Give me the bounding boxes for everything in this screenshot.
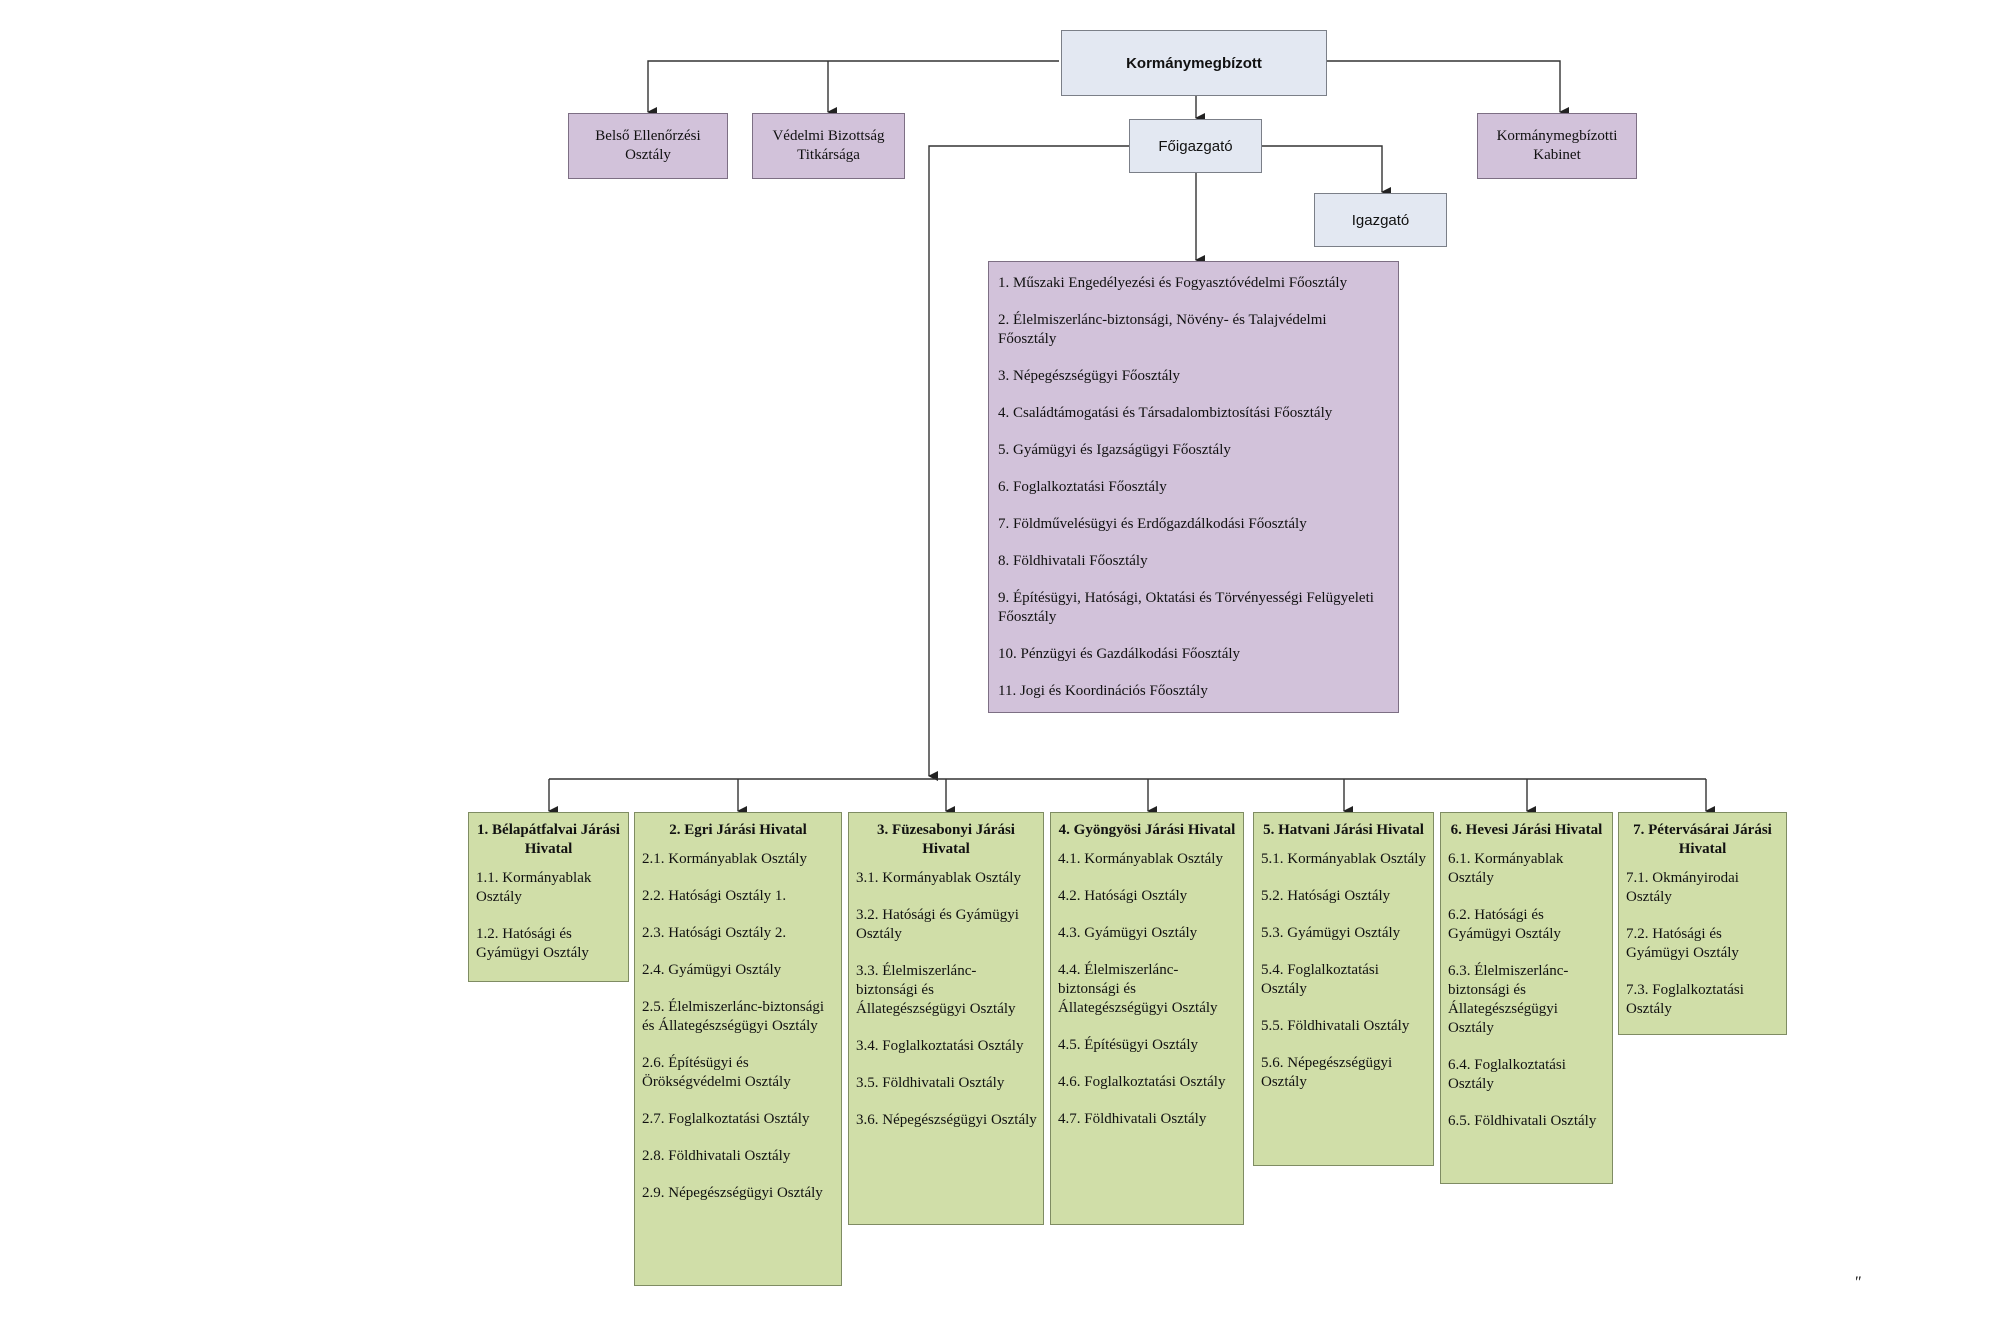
district-unit: 3.5. Földhivatali Osztály	[856, 1075, 1005, 1091]
district-office-title: 7. Pétervásárai Járási Hivatal	[1633, 822, 1772, 857]
district-unit: 1.2. Hatósági és Gyámügyi Osztály	[476, 926, 589, 961]
district-unit: 2.8. Földhivatali Osztály	[642, 1148, 791, 1164]
district-office-7: 7. Pétervásárai Járási Hivatal 7.1. Okmá…	[1618, 812, 1787, 1035]
district-unit: 5.6. Népegészségügyi Osztály	[1261, 1055, 1393, 1090]
district-unit: 6.5. Földhivatali Osztály	[1448, 1113, 1597, 1129]
district-office-title: 1. Bélapátfalvai Járási Hivatal	[477, 822, 620, 857]
district-unit: 7.2. Hatósági és Gyámügyi Osztály	[1626, 926, 1739, 961]
district-unit: 4.2. Hatósági Osztály	[1058, 888, 1188, 904]
department-item: 9. Építésügyi, Hatósági, Oktatási és Tör…	[998, 590, 1374, 625]
district-unit: 4.5. Építésügyi Osztály	[1058, 1037, 1198, 1053]
district-unit: 5.3. Gyámügyi Osztály	[1261, 925, 1401, 941]
cabinet-label: Kormánymegbízotti Kabinet	[1496, 128, 1618, 163]
district-unit: 5.2. Hatósági Osztály	[1261, 888, 1391, 904]
main-departments-list: 1. Műszaki Engedélyezési és Fogyasztóvéd…	[989, 262, 1398, 709]
district-unit: 6.4. Foglalkoztatási Osztály	[1448, 1057, 1566, 1092]
district-unit: 2.7. Foglalkoztatási Osztály	[642, 1111, 810, 1127]
district-unit: 4.7. Földhivatali Osztály	[1058, 1111, 1207, 1127]
government-commissioner-box: Kormánymegbízott	[1061, 30, 1327, 96]
district-office-units: 7.1. Okmányirodai Osztály 7.2. Hatósági …	[1619, 869, 1786, 1025]
department-item: 4. Családtámogatási és Társadalombiztosí…	[998, 405, 1333, 421]
connector-cabinet	[1327, 60, 1569, 117]
district-unit: 1.1. Kormányablak Osztály	[476, 870, 592, 905]
district-office-title: 4. Gyöngyösi Járási Hivatal	[1058, 822, 1236, 838]
internal-audit-label: Belső Ellenőrzési Osztály	[595, 128, 701, 163]
district-unit: 2.5. Élelmiszerlánc-biztonsági és Állate…	[642, 999, 825, 1034]
district-office-3: 3. Füzesabonyi Járási Hivatal 3.1. Kormá…	[848, 812, 1044, 1225]
department-item: 6. Foglalkoztatási Főosztály	[998, 479, 1167, 495]
district-unit: 2.2. Hatósági Osztály 1.	[642, 888, 787, 904]
department-item: 8. Földhivatali Főosztály	[998, 553, 1148, 569]
district-unit: 4.3. Gyámügyi Osztály	[1058, 925, 1198, 941]
director-box: Igazgató	[1314, 193, 1447, 247]
defense-secretariat-label: Védelmi Bizottság Titkársága	[772, 128, 885, 163]
district-office-units: 3.1. Kormányablak Osztály 3.2. Hatósági …	[849, 869, 1043, 1136]
district-unit: 4.1. Kormányablak Osztály	[1058, 851, 1223, 867]
department-item: 1. Műszaki Engedélyezési és Fogyasztóvéd…	[998, 275, 1348, 291]
defense-secretariat-box: Védelmi Bizottság Titkársága	[752, 113, 905, 179]
government-commissioner-label: Kormánymegbízott	[1126, 54, 1262, 72]
district-unit: 3.4. Foglalkoztatási Osztály	[856, 1038, 1024, 1054]
district-unit: 2.3. Hatósági Osztály 2.	[642, 925, 787, 941]
district-office-units: 1.1. Kormányablak Osztály 1.2. Hatósági …	[469, 869, 628, 969]
department-item: 7. Földművelésügyi és Erdőgazdálkodási F…	[998, 516, 1307, 532]
director-general-label: Főigazgató	[1158, 137, 1233, 155]
district-unit: 5.1. Kormányablak Osztály	[1261, 851, 1426, 867]
district-unit: 7.1. Okmányirodai Osztály	[1626, 870, 1739, 905]
district-office-units: 4.1. Kormányablak Osztály 4.2. Hatósági …	[1051, 850, 1243, 1135]
director-label: Igazgató	[1351, 211, 1410, 229]
district-unit: 3.1. Kormányablak Osztály	[856, 870, 1021, 886]
district-unit: 2.9. Népegészségügyi Osztály	[642, 1185, 823, 1201]
district-office-2: 2. Egri Járási Hivatal 2.1. Kormányablak…	[634, 812, 842, 1286]
district-unit: 3.3. Élelmiszerlánc-biztonsági és Állate…	[856, 963, 1016, 1017]
district-unit: 6.2. Hatósági és Gyámügyi Osztály	[1448, 907, 1561, 942]
district-unit: 2.6. Építésügyi és Örökségvédelmi Osztál…	[642, 1055, 791, 1090]
district-unit: 2.1. Kormányablak Osztály	[642, 851, 807, 867]
district-office-title: 6. Hevesi Járási Hivatal	[1450, 822, 1603, 838]
district-unit: 3.6. Népegészségügyi Osztály	[856, 1112, 1037, 1128]
district-office-title: 5. Hatvani Járási Hivatal	[1263, 822, 1424, 838]
director-general-box: Főigazgató	[1129, 119, 1262, 173]
district-unit: 4.6. Foglalkoztatási Osztály	[1058, 1074, 1226, 1090]
district-office-4: 4. Gyöngyösi Járási Hivatal 4.1. Kormány…	[1050, 812, 1244, 1225]
cabinet-box: Kormánymegbízotti Kabinet	[1477, 113, 1637, 179]
department-item: 10. Pénzügyi és Gazdálkodási Főosztály	[998, 646, 1241, 662]
district-unit: 4.4. Élelmiszerlánc-biztonsági és Állate…	[1058, 962, 1218, 1016]
department-item: 5. Gyámügyi és Igazságügyi Főosztály	[998, 442, 1231, 458]
district-office-units: 6.1. Kormányablak Osztály 6.2. Hatósági …	[1441, 850, 1612, 1137]
district-office-units: 2.1. Kormányablak Osztály 2.2. Hatósági …	[635, 850, 841, 1209]
district-unit: 5.4. Foglalkoztatási Osztály	[1261, 962, 1379, 997]
department-item: 3. Népegészségügyi Főosztály	[998, 368, 1181, 384]
district-office-1: 1. Bélapátfalvai Járási Hivatal 1.1. Kor…	[468, 812, 629, 982]
district-unit: 5.5. Földhivatali Osztály	[1261, 1018, 1410, 1034]
district-office-title: 3. Füzesabonyi Járási Hivatal	[877, 822, 1015, 857]
district-unit: 7.3. Foglalkoztatási Osztály	[1626, 982, 1744, 1017]
district-unit: 6.3. Élelmiszerlánc-biztonsági és Állate…	[1448, 963, 1569, 1036]
district-office-5: 5. Hatvani Járási Hivatal 5.1. Kormányab…	[1253, 812, 1434, 1166]
department-item: 2. Élelmiszerlánc-biztonsági, Növény- és…	[998, 312, 1327, 347]
department-item: 11. Jogi és Koordinációs Főosztály	[998, 683, 1208, 699]
connector-district-trunk	[928, 145, 1129, 781]
district-unit: 3.2. Hatósági és Gyámügyi Osztály	[856, 907, 1019, 942]
connector-director	[1262, 145, 1391, 197]
district-unit: 6.1. Kormányablak Osztály	[1448, 851, 1564, 886]
main-departments-box: 1. Műszaki Engedélyezési és Fogyasztóvéd…	[988, 261, 1399, 713]
closing-quote-mark: "	[1854, 1274, 1861, 1291]
district-office-units: 5.1. Kormányablak Osztály 5.2. Hatósági …	[1254, 850, 1433, 1098]
district-office-6: 6. Hevesi Járási Hivatal 6.1. Kormányabl…	[1440, 812, 1613, 1184]
connector-internal-audit	[647, 60, 1059, 117]
district-office-title: 2. Egri Járási Hivatal	[669, 822, 807, 838]
district-unit: 2.4. Gyámügyi Osztály	[642, 962, 782, 978]
internal-audit-box: Belső Ellenőrzési Osztály	[568, 113, 728, 179]
